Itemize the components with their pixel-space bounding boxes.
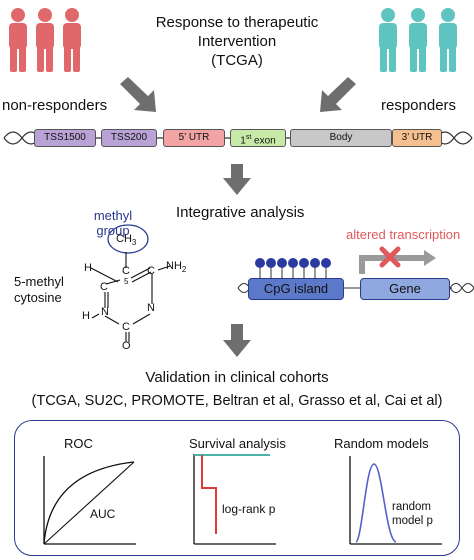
molecule-name-line2: cytosine <box>14 290 62 305</box>
responders-label: responders <box>381 97 457 114</box>
atom-h-left: H <box>84 262 92 274</box>
down-arrow-icon <box>223 324 251 357</box>
cpg-island-box: CpG island <box>248 278 344 300</box>
segment-tss1500: TSS1500 <box>34 129 96 147</box>
responders-people-icon <box>379 8 457 72</box>
header-title-line2: Intervention <box>197 33 277 50</box>
random-models-title: Random models <box>334 436 429 451</box>
validation-cohorts: (TCGA, SU2C, PROMOTE, Beltran et al, Gra… <box>31 393 443 409</box>
header-title-line1: Response to therapeutic <box>155 14 319 31</box>
gene-box: Gene <box>360 278 450 300</box>
atom-5: 5 <box>124 277 129 286</box>
segment-exon1-sup: st <box>245 134 252 141</box>
validation-title: Validation in clinical cohorts <box>145 369 329 386</box>
segment-tss1500-label: TSS1500 <box>44 132 86 143</box>
segment-exon1-word: exon <box>251 135 276 147</box>
atom-c-left: C <box>100 281 108 293</box>
non-responders-people-icon <box>9 8 81 72</box>
segment-5utr: 5’ UTR <box>163 129 225 147</box>
methyl-label-line1: methyl <box>93 208 133 223</box>
segment-5utr-label: 5’ UTR <box>178 132 210 143</box>
atom-nh2-sub: 2 <box>181 265 187 275</box>
methyl-group-label: methyl group <box>90 208 136 238</box>
segment-tss200: TSS200 <box>101 129 157 147</box>
survival-title: Survival analysis <box>189 436 286 451</box>
molecule-name-line1: 5-methyl <box>14 274 64 289</box>
molecule-name: 5-methyl cytosine <box>14 274 64 306</box>
atom-ch3-label: CH <box>116 233 132 245</box>
header-title: Response to therapeutic Intervention (TC… <box>120 13 354 70</box>
auc-label: AUC <box>90 507 116 521</box>
left-arrow-icon <box>120 77 156 112</box>
segment-3utr: 3’ UTR <box>392 129 442 147</box>
non-responders-label: non-responders <box>2 97 108 114</box>
atom-c-bottom: C <box>122 321 130 333</box>
atom-nh2: NH2 <box>166 260 186 274</box>
survival-plot <box>193 454 276 545</box>
random-model-line2: model p <box>392 515 433 527</box>
random-model-line1: random <box>392 501 431 513</box>
logrank-label: log-rank p <box>222 502 276 516</box>
header-title-line3: (TCGA) <box>211 52 263 69</box>
atom-c-right: C <box>147 265 155 277</box>
roc-plot <box>43 456 136 545</box>
segment-body: Body <box>290 129 392 147</box>
segment-tss200-label: TSS200 <box>110 132 148 143</box>
segment-3utr-label: 3’ UTR <box>401 132 433 143</box>
atom-nh2-label: NH <box>166 260 182 272</box>
atom-ch3: CH3 <box>116 233 136 247</box>
integrative-analysis-label: Integrative analysis <box>176 204 305 221</box>
cytosine-structure <box>90 224 171 342</box>
atom-n-right: N <box>147 302 155 314</box>
altered-transcription-label: altered transcription <box>346 227 461 242</box>
atom-c-top: C <box>122 265 130 277</box>
segment-exon1: 1st exon <box>230 129 286 147</box>
gene-label: Gene <box>389 281 421 296</box>
atom-n-bottom: N <box>101 306 109 318</box>
down-arrow-icon <box>223 164 251 195</box>
cpg-island-label: CpG island <box>263 281 329 296</box>
segment-body-label: Body <box>329 132 353 143</box>
segment-exon1-num: 1 <box>240 135 246 147</box>
atom-h-bottom: H <box>82 310 90 322</box>
roc-title: ROC <box>64 436 93 451</box>
atom-ch3-sub: 3 <box>131 238 137 248</box>
random-model-label: random model p <box>392 500 433 528</box>
results-panel <box>14 420 460 556</box>
atom-o: O <box>122 340 131 352</box>
random-model-plot <box>349 456 442 545</box>
right-arrow-icon <box>320 77 356 112</box>
